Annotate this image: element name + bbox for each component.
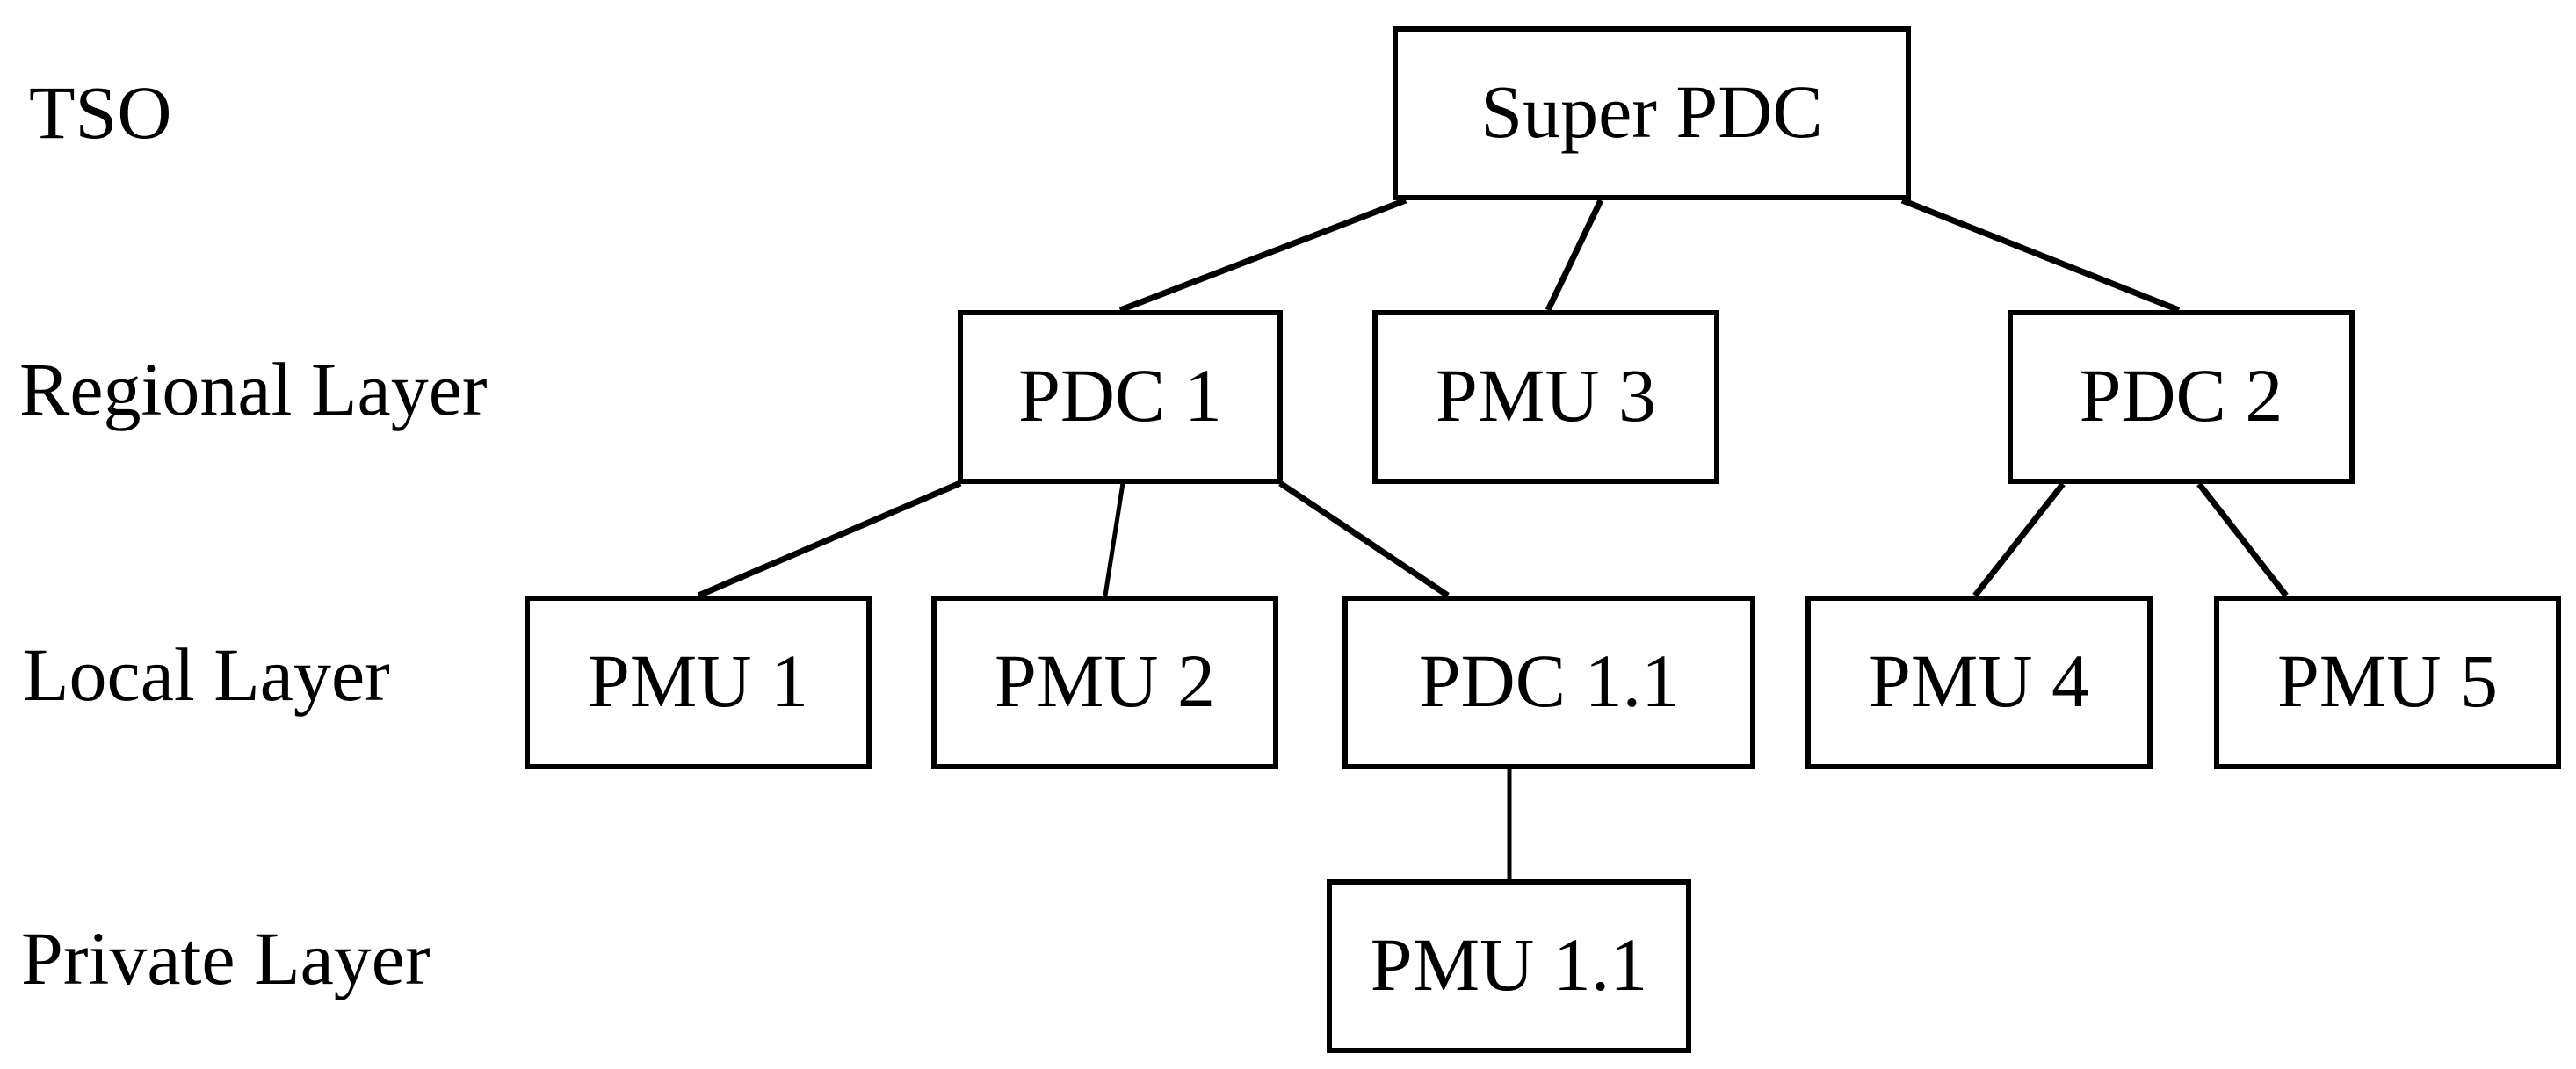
edge-pdc1-pmu1: [697, 480, 962, 599]
edge-superpdc-pdc1: [1118, 197, 1407, 314]
edge-superpdc-pmu3: [1545, 199, 1604, 312]
edge-pdc2-pmu4: [1972, 481, 2066, 598]
edge-pdc2-pmu5: [2196, 481, 2289, 598]
edge-pdc1-pmu2: [1103, 482, 1125, 596]
node-label-super-pdc: Super PDC: [1480, 69, 1823, 154]
node-label-pdc-1: PDC 1: [1018, 353, 1222, 437]
node-pmu-1[interactable]: PMU 1: [525, 596, 872, 769]
node-pmu-4[interactable]: PMU 4: [1805, 596, 2153, 769]
layer-label-tso: TSO: [29, 70, 172, 155]
node-pdc-1-1[interactable]: PDC 1.1: [1342, 596, 1755, 769]
edge-superpdc-pdc2: [1900, 197, 2181, 314]
node-pmu-2[interactable]: PMU 2: [931, 596, 1278, 769]
edge-pdc1-pdc11: [1278, 480, 1450, 598]
node-pmu-1-1[interactable]: PMU 1.1: [1327, 879, 1691, 1053]
layer-label-local: Local Layer: [23, 632, 390, 717]
layer-label-regional: Regional Layer: [19, 347, 488, 431]
node-pmu-5[interactable]: PMU 5: [2214, 596, 2561, 769]
layer-label-private: Private Layer: [21, 916, 431, 1000]
node-label-pmu-3: PMU 3: [1436, 353, 1656, 437]
node-pmu-3[interactable]: PMU 3: [1372, 310, 1719, 484]
node-label-pmu-1: PMU 1: [588, 639, 808, 723]
node-label-pmu-2: PMU 2: [995, 639, 1215, 723]
node-label-pmu-4: PMU 4: [1869, 639, 2089, 723]
node-label-pmu-1-1: PMU 1.1: [1370, 922, 1648, 1007]
node-pdc-1[interactable]: PDC 1: [958, 310, 1283, 484]
node-label-pdc-1-1: PDC 1.1: [1418, 639, 1680, 723]
node-super-pdc[interactable]: Super PDC: [1393, 26, 1911, 200]
node-pdc-2[interactable]: PDC 2: [2008, 310, 2355, 484]
node-label-pmu-5: PMU 5: [2277, 639, 2498, 723]
node-label-pdc-2: PDC 2: [2079, 353, 2283, 437]
